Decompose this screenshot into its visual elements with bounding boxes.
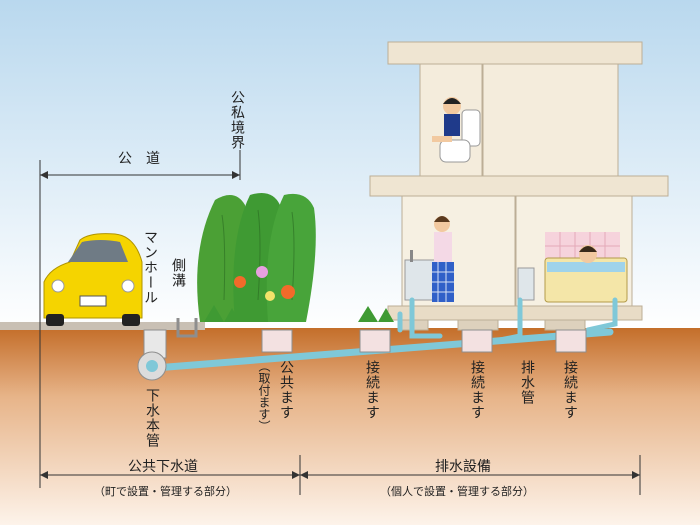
arrow-road-left [40, 171, 48, 179]
flower-1 [234, 276, 246, 288]
foundation-3 [544, 319, 586, 331]
public-sewer-note: （町で設置・管理する部分） [94, 485, 237, 498]
manhole-structure [137, 329, 167, 381]
manhole-label: マンホール [142, 230, 158, 305]
woman-body [434, 232, 452, 262]
car-tire-left [46, 314, 64, 326]
roof [387, 41, 643, 65]
arrow-drain-left [300, 471, 308, 479]
woman-hair [434, 216, 450, 222]
flower-4 [265, 291, 275, 301]
toilet-tank [461, 109, 481, 147]
public-sewer-label: 公共下水道 [128, 459, 198, 475]
shrub-3 [266, 193, 316, 322]
shrubs [197, 192, 394, 322]
flower-2 [256, 266, 268, 278]
side-ditch-shape [176, 318, 198, 338]
drain-pipe-kitchen [409, 297, 443, 339]
flower-3 [281, 285, 295, 299]
ground-plant-right [358, 306, 394, 322]
ground [0, 328, 700, 525]
car-windshield [68, 240, 128, 262]
foundation-2 [457, 319, 499, 331]
child-body [444, 114, 460, 136]
sink-faucet [410, 250, 413, 262]
flowers [234, 266, 295, 301]
bath-water [547, 262, 625, 272]
car [43, 233, 143, 326]
toilet-bowl [439, 139, 471, 163]
car-plate [79, 295, 107, 307]
public-road-label: 公 道 [118, 151, 160, 167]
public-basin-label: 公共ます [278, 360, 294, 420]
drainage-facility-label: 排水設備 [435, 459, 491, 475]
toilet-scene [432, 97, 481, 163]
lower-floor-partition [514, 195, 517, 307]
child-hair [443, 98, 461, 104]
sink-counter [404, 259, 436, 301]
upper-floor-partition [481, 63, 484, 177]
basins [261, 329, 587, 353]
wash-unit [517, 267, 535, 301]
drain-pipe-bath [585, 297, 618, 333]
drain-pipe-label: 排水管 [519, 360, 535, 405]
arrow-road-right [232, 171, 240, 179]
ground-plant-left [204, 305, 240, 322]
manhole-pipe-end [146, 360, 158, 372]
connection-basin-label-2: 接続ます [469, 360, 485, 420]
kitchen-scene [404, 216, 454, 302]
connection-basin-1 [359, 329, 391, 353]
child-legs [432, 136, 452, 142]
connection-basin-label-3: 接続ます [562, 360, 578, 420]
arrow-public-left [40, 471, 48, 479]
public-basin-note: （取付ます） [257, 360, 271, 432]
side-ditch-label: 側溝 [170, 258, 186, 288]
drain-pipe-wash [497, 297, 523, 343]
main-sewer-label: 下水本管 [144, 388, 160, 448]
balcony-slab [369, 175, 669, 197]
connection-basin-3 [555, 329, 587, 353]
connection-basin-label-1: 接続ます [364, 360, 380, 420]
car-headlight-left [51, 279, 65, 293]
road-surface [0, 322, 205, 330]
bath-scene [517, 232, 628, 303]
arrow-public-right [292, 471, 300, 479]
drainage-facility-note: （個人で設置・管理する部分） [380, 485, 534, 498]
lower-floor-slab [387, 305, 643, 321]
arrow-drain-right [632, 471, 640, 479]
bather-hair [579, 246, 597, 252]
car-headlight-right [121, 279, 135, 293]
public-basin [261, 329, 293, 353]
public-private-boundary-label: 公私境界 [229, 90, 245, 150]
car-tire-right [122, 314, 140, 326]
connection-basin-2 [461, 329, 493, 353]
